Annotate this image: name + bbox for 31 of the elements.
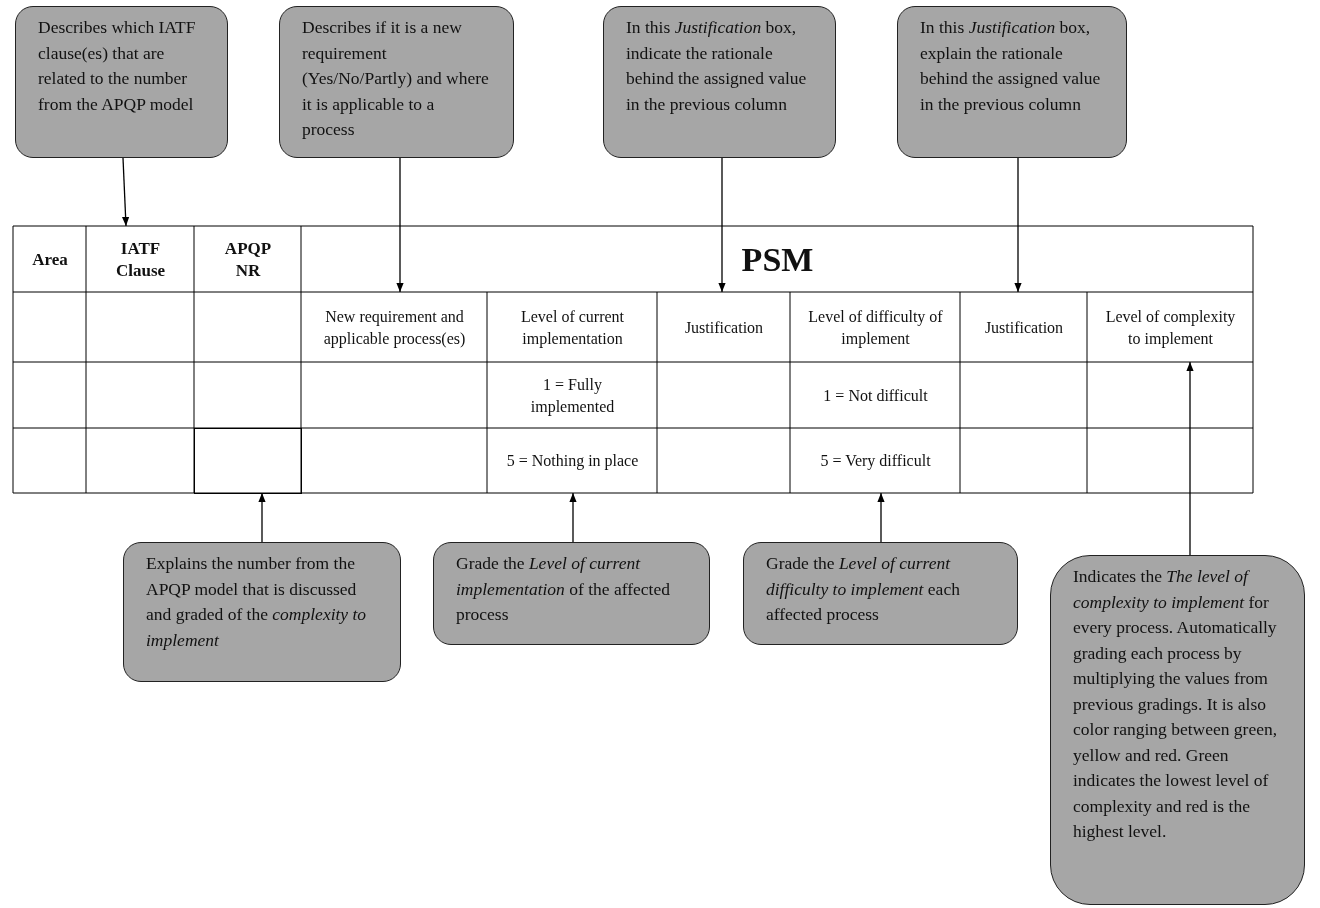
table-cell: Justification bbox=[657, 292, 791, 363]
table-cell: Justification bbox=[960, 292, 1088, 363]
leader-arrow bbox=[1014, 157, 1022, 293]
table-cell: 5 = Very difficult bbox=[790, 428, 961, 494]
leader-arrow bbox=[396, 157, 404, 293]
callout-box: Indicates the The level of complexity to implement for every process. Automatically grading each process by multiplying the values from previous gradings. It is also color ranging between green, yellow and red. Green indicates the lowest level of complexity and red is the highest level. bbox=[1050, 555, 1305, 905]
callout-box: In this Justification box, explain the rationale behind the assigned value in the previous column bbox=[897, 6, 1127, 158]
callout-box: Grade the Level of current implementation of the affected process bbox=[433, 542, 710, 645]
leader-arrow bbox=[718, 157, 726, 293]
table-cell-text: 1 = Not difficult bbox=[822, 385, 929, 406]
column-header: Area bbox=[31, 248, 69, 271]
leader-arrow bbox=[569, 492, 577, 543]
table-cell: New requirement and applicable process(es) bbox=[301, 292, 488, 363]
callout-box: Describes which IATF clause(es) that are related to the number from the APQP model bbox=[15, 6, 228, 158]
callout-box: Describes if it is a new requirement (Yes/No/Partly) and where it is applicable to a process bbox=[279, 6, 514, 158]
table-cell-text: Level of difficulty of implement bbox=[807, 306, 944, 350]
column-header: PSM bbox=[301, 226, 1254, 293]
table-cell-text: 1 = Fully implemented bbox=[529, 374, 616, 418]
table-cell bbox=[194, 428, 302, 494]
table-cell: 5 = Nothing in place bbox=[487, 428, 658, 494]
leader-arrow bbox=[1186, 361, 1194, 556]
leader-arrow bbox=[877, 492, 885, 543]
column-header: IATF Clause bbox=[86, 226, 195, 293]
callout-box: Grade the Level of current difficulty to implement each affected process bbox=[743, 542, 1018, 645]
callout-box: Explains the number from the APQP model that is discussed and graded of the complexity to implement bbox=[123, 542, 401, 682]
table-cell: Level of complexity to implement bbox=[1087, 292, 1254, 363]
callout-box: In this Justification box, indicate the rationale behind the assigned value in the previous column bbox=[603, 6, 836, 158]
leader-arrow bbox=[121, 157, 130, 227]
column-header: APQP NR bbox=[223, 237, 273, 282]
table-cell-text: Level of current implementation bbox=[519, 306, 626, 350]
leader-arrow bbox=[258, 492, 266, 543]
